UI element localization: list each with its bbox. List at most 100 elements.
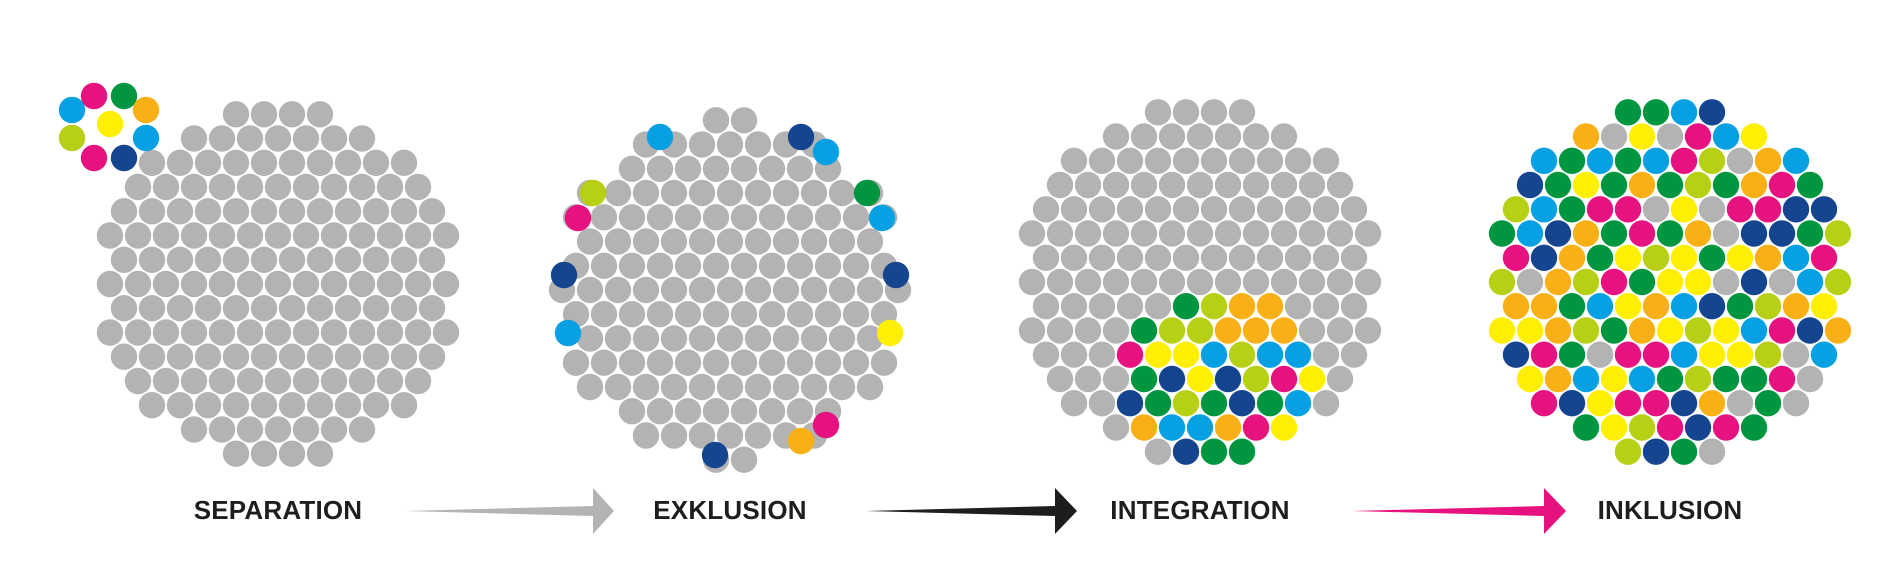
magenta-dot: [1600, 268, 1628, 296]
magenta-dot: [1656, 414, 1684, 441]
green-dot: [1600, 220, 1628, 247]
grey-dot: [306, 149, 334, 176]
orange-dot: [1572, 220, 1600, 247]
grey-dot: [320, 173, 348, 201]
green-dot: [1628, 268, 1656, 296]
grey-dot: [1698, 438, 1726, 465]
grey-dot: [1032, 244, 1060, 271]
grey-dot: [1102, 317, 1130, 344]
grey-dot: [772, 179, 800, 207]
grey-dot: [856, 373, 884, 401]
lime-dot: [58, 124, 86, 152]
grey-dot: [250, 101, 278, 128]
grey-dot: [110, 198, 138, 225]
grey-dot: [1046, 317, 1074, 344]
grey-dot: [1018, 268, 1046, 296]
green-dot: [1656, 365, 1684, 393]
cyan-dot: [1782, 147, 1810, 174]
green-dot: [1144, 390, 1172, 417]
grey-dot: [404, 222, 432, 249]
cyan-dot: [554, 319, 582, 347]
grey-dot: [264, 222, 292, 249]
yellow-dot: [1298, 365, 1326, 393]
cyan-dot: [132, 124, 160, 152]
lime-dot: [1502, 196, 1530, 223]
grey-dot: [1186, 268, 1214, 296]
grey-dot: [362, 295, 390, 322]
grey-dot: [1102, 123, 1130, 150]
green-dot: [1600, 171, 1628, 199]
green-dot: [1200, 390, 1228, 417]
grey-dot: [1354, 220, 1382, 247]
grey-dot: [1298, 171, 1326, 199]
grey-dot: [576, 325, 604, 352]
grey-dot: [590, 301, 618, 328]
navy-dot: [1502, 341, 1530, 368]
yellow-dot: [1270, 414, 1298, 441]
grey-dot: [1214, 171, 1242, 199]
grey-dot: [618, 301, 646, 328]
grey-dot: [1256, 196, 1284, 223]
grey-dot: [250, 392, 278, 419]
grey-dot: [1586, 341, 1614, 368]
grey-dot: [404, 270, 432, 298]
grey-dot: [320, 319, 348, 346]
grey-dot: [404, 367, 432, 395]
grey-dot: [1172, 99, 1200, 126]
grey-dot: [1032, 196, 1060, 223]
navy-dot: [1228, 390, 1256, 417]
lime-dot: [579, 179, 607, 207]
grey-dot: [348, 319, 376, 346]
grey-dot: [166, 295, 194, 322]
magenta-dot: [1530, 390, 1558, 417]
cyan-dot: [1670, 293, 1698, 320]
grey-dot: [334, 246, 362, 273]
yellow-dot: [1670, 196, 1698, 223]
grey-dot: [124, 367, 152, 395]
grey-dot: [1214, 268, 1242, 296]
orange-dot: [132, 96, 160, 124]
grey-dot: [1158, 268, 1186, 296]
grey-dot: [418, 343, 446, 370]
grey-dot: [814, 301, 842, 328]
grey-dot: [292, 173, 320, 201]
green-dot: [1740, 365, 1768, 393]
yellow-dot: [1516, 317, 1544, 344]
magenta-dot: [1768, 171, 1796, 199]
grey-dot: [716, 373, 744, 401]
grey-dot: [590, 349, 618, 376]
navy-dot: [1530, 244, 1558, 271]
grey-dot: [180, 173, 208, 201]
grey-dot: [1018, 220, 1046, 247]
grey-dot: [306, 440, 334, 467]
grey-dot: [362, 149, 390, 176]
grey-dot: [222, 343, 250, 370]
grey-dot: [1256, 147, 1284, 174]
grey-dot: [688, 276, 716, 304]
grey-dot: [576, 373, 604, 401]
navy-dot: [550, 261, 578, 289]
grey-dot: [1144, 293, 1172, 320]
grey-dot: [208, 270, 236, 298]
grey-dot: [306, 198, 334, 225]
lime-dot: [1642, 244, 1670, 271]
grey-dot: [828, 373, 856, 401]
grey-dot: [250, 440, 278, 467]
grey-dot: [758, 252, 786, 279]
grey-dot: [278, 198, 306, 225]
grey-dot: [1782, 390, 1810, 417]
grey-dot: [292, 367, 320, 395]
grey-dot: [674, 204, 702, 231]
grey-dot: [166, 149, 194, 176]
grey-dot: [222, 440, 250, 467]
yellow-dot: [1740, 123, 1768, 150]
orange-dot: [1782, 293, 1810, 320]
grey-dot: [180, 125, 208, 152]
grey-dot: [320, 222, 348, 249]
grey-dot: [1656, 123, 1684, 150]
grey-dot: [660, 228, 688, 255]
grey-dot: [222, 198, 250, 225]
magenta-dot: [564, 204, 592, 232]
lime-dot: [1242, 365, 1270, 393]
grey-dot: [320, 367, 348, 395]
